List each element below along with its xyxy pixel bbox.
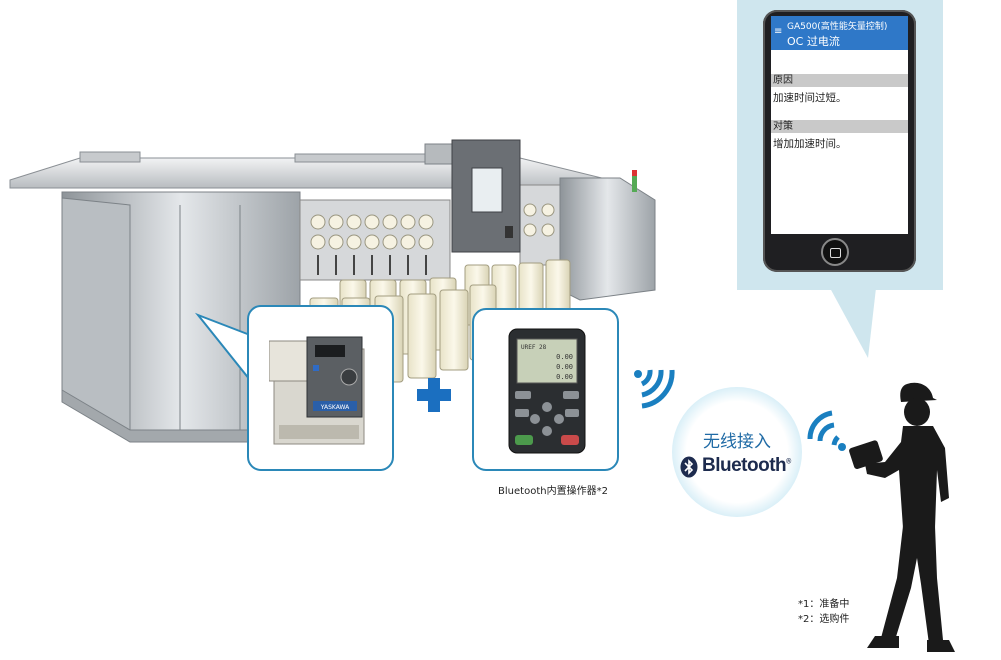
wireless-access-title: 无线接入 xyxy=(703,432,771,452)
footnote-1: *1：准备中 xyxy=(798,599,850,610)
wifi-icon xyxy=(634,369,675,409)
cause-section-label: 原因 xyxy=(771,74,908,87)
operator-display-line-4: 0.00 xyxy=(556,373,573,381)
menu-icon[interactable]: ≡ xyxy=(774,26,783,37)
callout-pointer xyxy=(830,288,876,358)
remedy-section-text: 增加加速时间。 xyxy=(773,138,847,150)
smartphone: ≡ GA500(高性能矢量控制) OC 过电流 原因 加速时间过短。 对策 增加… xyxy=(763,10,916,272)
device-model-title: GA500(高性能矢量控制) xyxy=(787,22,888,32)
plus-icon xyxy=(417,378,451,412)
worker-silhouette xyxy=(849,382,955,652)
spinning-machine-illustration xyxy=(9,139,656,443)
bluetooth-wordmark: Bluetooth® xyxy=(702,455,791,476)
inverter-brand-label: YASKAWA xyxy=(320,404,350,411)
bluetooth-icon xyxy=(680,456,698,478)
operator-display-line-1: UREF 28 xyxy=(521,344,547,351)
screen-header: ≡ GA500(高性能矢量控制) OC 过电流 xyxy=(771,16,908,50)
operator-display-line-2: 0.00 xyxy=(556,353,573,361)
bluetooth-operator-inset: UREF 28 0.00 0.00 0.00 xyxy=(472,308,619,471)
phone-screen: ≡ GA500(高性能矢量控制) OC 过电流 原因 加速时间过短。 对策 增加… xyxy=(771,16,908,234)
operator-display-line-3: 0.00 xyxy=(556,363,573,371)
bluetooth-keypad-operator: UREF 28 0.00 0.00 0.00 xyxy=(508,328,586,454)
home-icon xyxy=(830,248,841,258)
wifi-icon-worker xyxy=(807,410,846,451)
cause-section-text: 加速时间过短。 xyxy=(773,92,847,104)
inverter-drive-image: YASKAWA xyxy=(269,336,365,445)
inverter-inset: YASKAWA xyxy=(247,305,394,471)
footnote-2: *2：选购件 xyxy=(798,614,850,625)
home-button[interactable] xyxy=(821,238,849,266)
bluetooth-badge xyxy=(672,387,802,517)
remedy-section-label: 对策 xyxy=(771,120,908,133)
fault-code-title: OC 过电流 xyxy=(787,35,840,48)
operator-caption: Bluetooth内置操作器*2 xyxy=(498,486,608,497)
bluetooth-logo: Bluetooth® xyxy=(680,455,791,479)
